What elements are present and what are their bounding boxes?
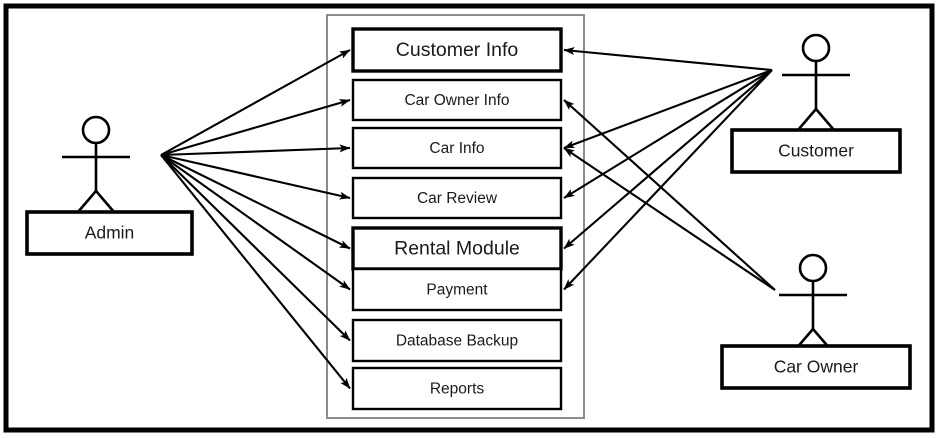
association-customer-to-car-review bbox=[563, 69, 773, 199]
association-customer-to-car-info bbox=[563, 69, 773, 149]
actor-car-owner[interactable]: Car Owner bbox=[720, 253, 912, 390]
outer-frame bbox=[3, 3, 935, 433]
association-car-owner-to-car-owner-info bbox=[563, 99, 776, 291]
association-admin-to-car-owner-info bbox=[160, 98, 351, 157]
association-layer bbox=[160, 47, 776, 390]
use-case-box bbox=[351, 176, 563, 220]
association-admin-to-reports bbox=[160, 154, 351, 390]
use-case-label: Database Backup bbox=[396, 333, 518, 350]
association-admin-to-payment bbox=[160, 154, 351, 291]
use-case-label: Car Info bbox=[429, 140, 484, 157]
use-case-reports[interactable]: Reports bbox=[351, 366, 563, 411]
association-customer-to-rental-module bbox=[563, 69, 773, 250]
actor-head-icon bbox=[81, 115, 111, 145]
association-admin-to-database-backup bbox=[160, 154, 351, 342]
actor-customer[interactable]: Customer bbox=[730, 33, 902, 174]
association-customer-to-payment bbox=[563, 69, 773, 291]
use-case-label: Rental Module bbox=[394, 238, 520, 260]
actor-label: Car Owner bbox=[774, 357, 859, 377]
actor-label: Admin bbox=[85, 223, 135, 243]
association-admin-to-customer-info bbox=[160, 49, 351, 156]
association-admin-to-car-info bbox=[160, 144, 351, 157]
use-case-label: Car Owner Info bbox=[404, 92, 509, 109]
association-customer-to-customer-info bbox=[563, 47, 773, 72]
actor-head-icon bbox=[801, 33, 831, 63]
association-admin-to-rental-module bbox=[160, 154, 351, 250]
use-case-box bbox=[351, 27, 563, 73]
use-case-payment[interactable]: Payment bbox=[351, 267, 563, 312]
use-case-label: Car Review bbox=[417, 190, 498, 207]
use-case-box bbox=[351, 318, 563, 363]
use-case-box bbox=[351, 126, 563, 170]
use-case-car-info[interactable]: Car Info bbox=[351, 126, 563, 170]
actor-head-icon bbox=[798, 253, 828, 283]
use-case-box bbox=[351, 267, 563, 312]
use-case-car-owner-info[interactable]: Car Owner Info bbox=[351, 78, 563, 122]
use-case-label: Reports bbox=[430, 381, 485, 398]
system-boundary bbox=[326, 14, 585, 419]
use-case-car-review[interactable]: Car Review bbox=[351, 176, 563, 220]
actor-name-box bbox=[730, 128, 902, 174]
actor-name-box bbox=[25, 210, 194, 256]
association-car-owner-to-car-info bbox=[563, 147, 776, 291]
use-case-customer-info[interactable]: Customer Info bbox=[351, 27, 563, 73]
use-case-rental-module[interactable]: Rental Module bbox=[351, 226, 563, 271]
use-case-box bbox=[351, 78, 563, 122]
use-case-label: Payment bbox=[426, 282, 488, 299]
use-case-database-backup[interactable]: Database Backup bbox=[351, 318, 563, 363]
actor-label: Customer bbox=[778, 141, 854, 161]
actor-admin[interactable]: Admin bbox=[25, 115, 194, 256]
use-case-label: Customer Info bbox=[396, 39, 519, 61]
use-case-box bbox=[351, 366, 563, 411]
association-admin-to-car-review bbox=[160, 153, 351, 200]
actor-name-box bbox=[720, 344, 912, 390]
